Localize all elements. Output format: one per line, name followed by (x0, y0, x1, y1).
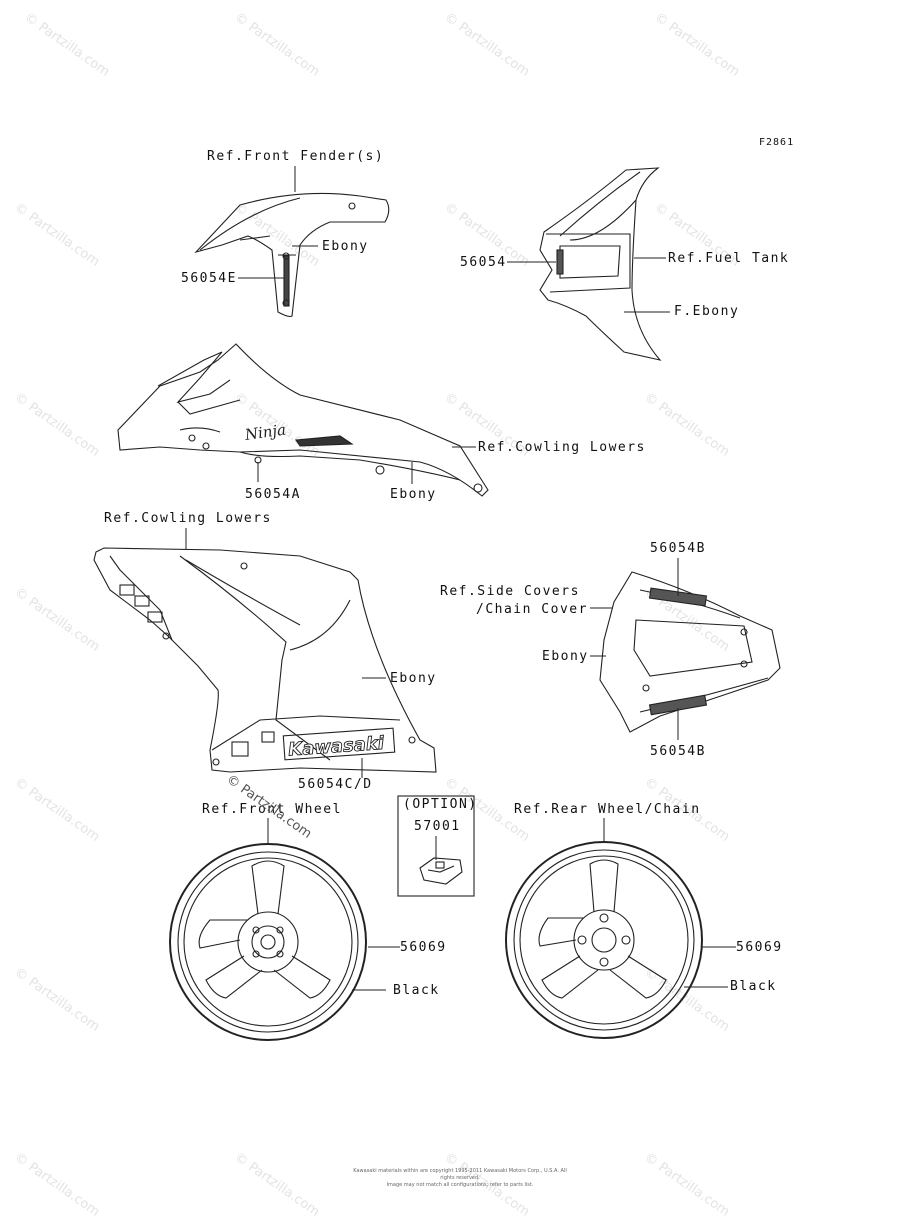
label-option: (OPTION) (403, 797, 478, 812)
front-fender-illustration (194, 192, 390, 318)
label-ebony-lower: Ebony (390, 671, 437, 686)
label-part-56069-rear[interactable]: 56069 (736, 940, 783, 955)
label-part-56054e[interactable]: 56054E (181, 271, 237, 286)
label-side-covers: Ref.Side Covers (440, 584, 580, 599)
label-part-56054b-bottom[interactable]: 56054B (650, 744, 706, 759)
label-part-56054a[interactable]: 56054A (245, 487, 301, 502)
label-part-56054[interactable]: 56054 (460, 255, 507, 270)
footer-line-2: Image may not match all configurations; … (386, 1182, 534, 1188)
fuel-tank-illustration (539, 167, 662, 361)
figure-code: F2861 (759, 137, 795, 148)
kawasaki-decal-text: Kawasaki (288, 733, 386, 761)
side-decal-lower (648, 694, 708, 716)
footer-line-1: Kawasaki materials within are copyright … (353, 1168, 567, 1181)
option-box (397, 795, 475, 897)
lower-cowl-illustration: Kawasaki (93, 547, 437, 773)
fender-decal-stripe (283, 255, 290, 307)
label-front-fender: Ref.Front Fender(s) (207, 149, 385, 164)
label-ebony-fender: Ebony (322, 239, 369, 254)
label-f-ebony: F.Ebony (674, 304, 740, 319)
front-wheel-illustration (169, 843, 367, 1041)
ninja-decal-text: Ninja (243, 420, 287, 444)
label-black-rear: Black (730, 979, 777, 994)
side-cover-illustration (599, 571, 781, 733)
label-part-56069-front[interactable]: 56069 (400, 940, 447, 955)
label-part-56054b-top[interactable]: 56054B (650, 541, 706, 556)
label-black-front: Black (393, 983, 440, 998)
leader-lines (185, 166, 736, 991)
tank-decal (556, 249, 564, 275)
upper-cowl-illustration: Ninja (117, 343, 489, 497)
label-ebony-side: Ebony (542, 649, 589, 664)
label-fuel-tank: Ref.Fuel Tank (668, 251, 790, 266)
label-ebony-cowl: Ebony (390, 487, 437, 502)
rear-wheel-illustration (505, 841, 703, 1039)
side-decal-upper (648, 587, 708, 607)
label-part-57001[interactable]: 57001 (414, 819, 461, 834)
footer-copyright: Kawasaki materials within are copyright … (350, 1168, 570, 1189)
option-tool-illustration (419, 857, 463, 885)
label-cowling-lowers-upper: Ref.Cowling Lowers (478, 440, 646, 455)
label-rear-wheel: Ref.Rear Wheel/Chain (514, 802, 701, 817)
label-cowling-lowers-lower: Ref.Cowling Lowers (104, 511, 272, 526)
label-chain-cover: /Chain Cover (476, 602, 588, 617)
label-part-56054cd[interactable]: 56054C/D (298, 777, 373, 792)
label-front-wheel: Ref.Front Wheel (202, 802, 342, 817)
